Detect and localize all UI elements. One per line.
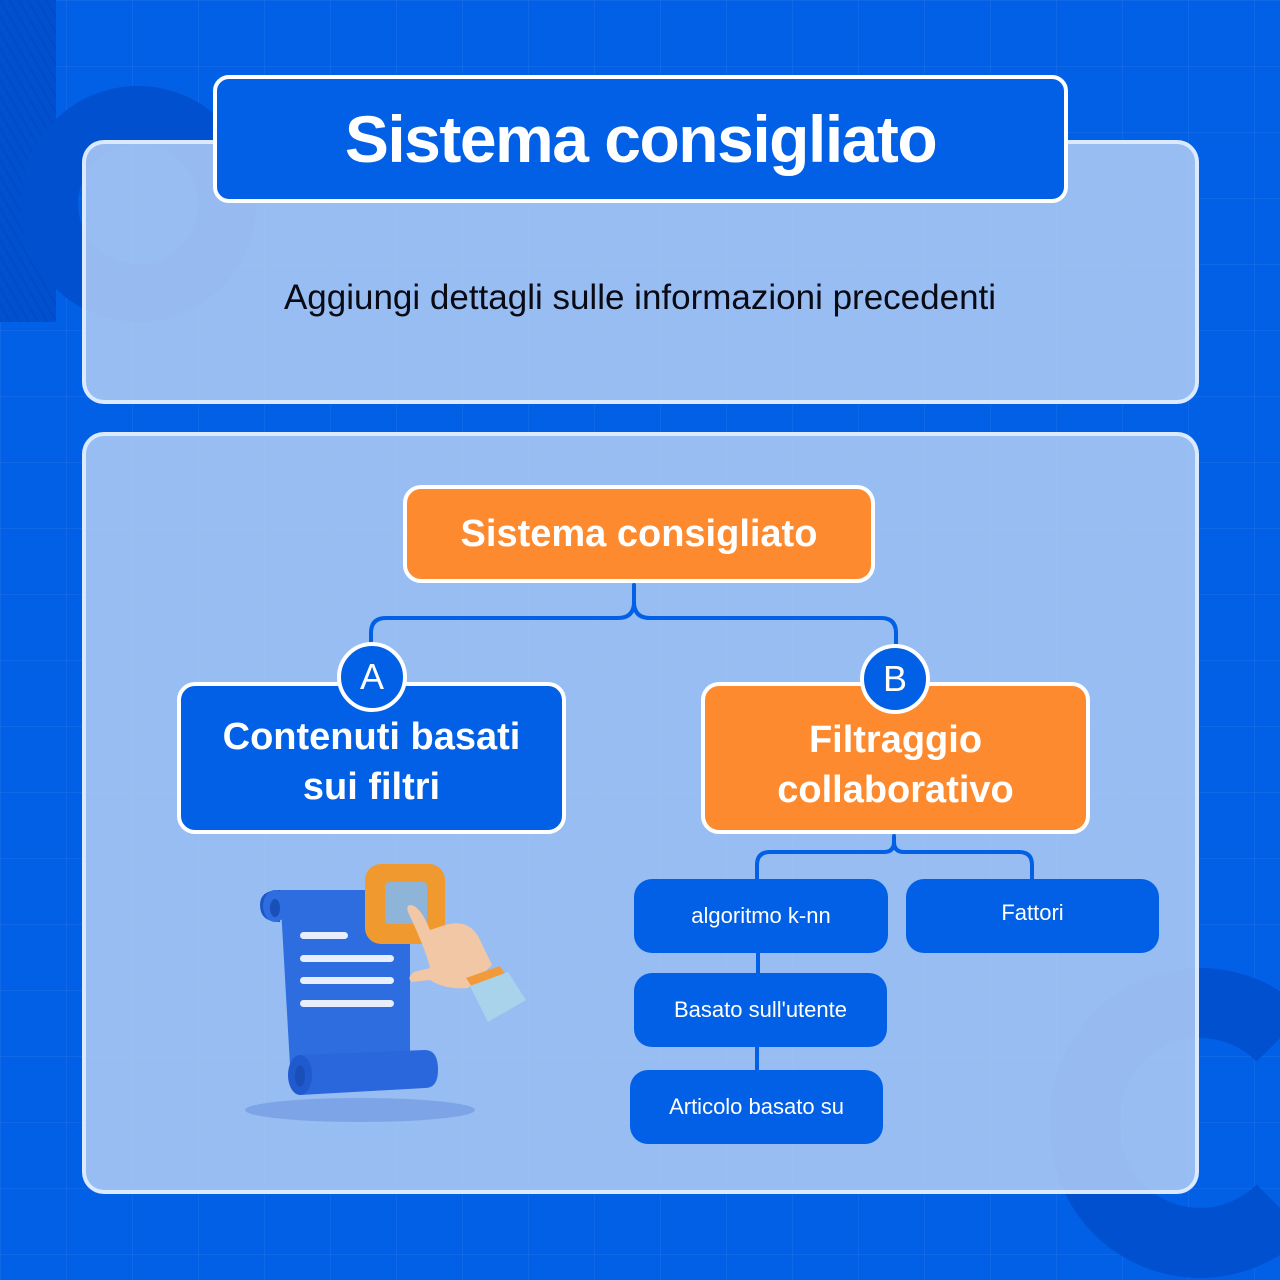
- root-node-label: Sistema consigliato: [460, 512, 818, 555]
- leaf-item-based: Articolo basato su: [630, 1070, 883, 1144]
- branch-a-badge: A: [337, 642, 407, 712]
- page-title: Sistema consigliato: [344, 102, 938, 176]
- root-node: Sistema consigliato: [403, 485, 875, 583]
- page-subtitle: Aggiungi dettagli sulle informazioni pre…: [283, 278, 997, 317]
- branch-b-badge-letter: B: [882, 658, 907, 699]
- leaf-user-based-label: Basato sull'utente: [674, 997, 847, 1022]
- branch-b-badge: B: [860, 644, 930, 714]
- leaf-item-based-label: Articolo basato su: [669, 1094, 844, 1119]
- leaf-knn-algorithm: algoritmo k-nn: [634, 879, 888, 953]
- document-scroll-illustration: [230, 850, 550, 1140]
- leaf-factors-label: Fattori: [1001, 900, 1064, 925]
- branch-a-label: Contenuti basati sui filtri: [222, 716, 521, 808]
- scroll-hand-icon: [245, 864, 526, 1122]
- leaf-knn-label: algoritmo k-nn: [691, 903, 831, 928]
- branch-a-badge-letter: A: [359, 656, 384, 697]
- leaf-user-based: Basato sull'utente: [634, 973, 887, 1047]
- branch-b-node: Filtraggio collaborativo: [701, 682, 1090, 834]
- branch-b-label: Filtraggio collaborativo: [777, 719, 1014, 811]
- leaf-factors: Fattori: [906, 879, 1159, 953]
- page-title-box: Sistema consigliato: [213, 75, 1068, 203]
